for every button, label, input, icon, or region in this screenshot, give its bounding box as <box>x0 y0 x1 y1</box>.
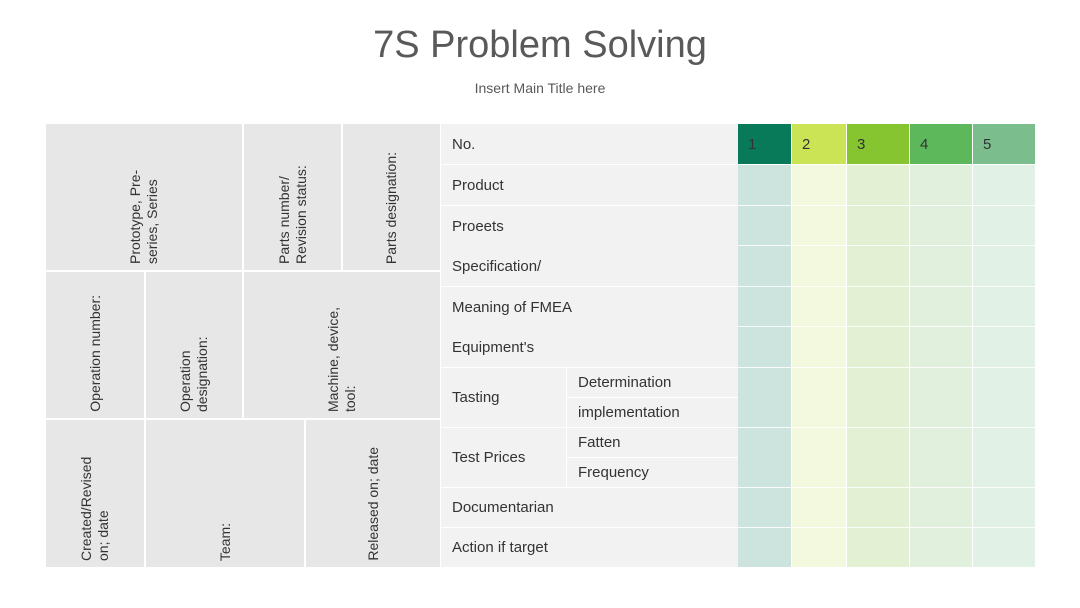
parts-number-label: Parts number/ Revision status: <box>275 165 309 264</box>
created-label: Created/Revised on; date <box>78 456 111 561</box>
page-subtitle: Insert Main Title here <box>474 80 606 96</box>
row-separator-line <box>738 286 1035 287</box>
info-grid: Prototype, Pre-series, Series Parts numb… <box>46 124 440 567</box>
column-body-4 <box>910 165 972 567</box>
column-header-4: 4 <box>910 124 972 164</box>
column-body-3 <box>847 165 909 567</box>
machine-label: Machine, device, tool: <box>325 306 358 412</box>
column-header-2: 2 <box>792 124 846 164</box>
column-body-5 <box>973 165 1035 567</box>
column-header-5: 5 <box>973 124 1035 164</box>
released-label: Released on; date <box>364 447 381 561</box>
team-label: Team: <box>216 522 233 561</box>
row-separator-line <box>738 487 1035 488</box>
problem-table: No. 1 2 3 4 5 Product Proeets Specificat… <box>441 124 1035 567</box>
row-fatten: Fatten <box>567 428 738 457</box>
row-separator-line <box>738 205 1035 206</box>
row-separator-line <box>738 427 1035 428</box>
team-cell: Team: <box>146 420 304 567</box>
operation-number-cell: Operation number: <box>46 272 144 418</box>
operation-number-label: Operation number: <box>86 295 103 412</box>
row-proeets: Proeets <box>441 206 738 246</box>
row-implementation: implementation <box>567 398 738 427</box>
page-title: 7S Problem Solving <box>373 24 707 66</box>
header-no: No. <box>441 124 738 164</box>
prototype-cell: Prototype, Pre-series, Series <box>46 124 242 270</box>
row-action: Action if target <box>441 528 738 567</box>
created-cell: Created/Revised on; date <box>46 420 144 567</box>
column-header-3: 3 <box>847 124 909 164</box>
row-meaning-fmea: Meaning of FMEA <box>441 287 738 327</box>
row-separator-line <box>738 326 1035 327</box>
operation-designation-cell: Operation designation: <box>146 272 242 418</box>
row-specification: Specification/ <box>441 246 738 286</box>
operation-designation-label: Operation designation: <box>177 336 210 412</box>
row-product: Product <box>441 165 738 205</box>
row-separator-line <box>738 245 1035 246</box>
column-header-1: 1 <box>738 124 791 164</box>
row-test-prices: Test Prices <box>441 428 566 487</box>
parts-number-cell: Parts number/ Revision status: <box>244 124 341 270</box>
column-body-2 <box>792 165 846 567</box>
row-separator-line <box>738 527 1035 528</box>
machine-cell: Machine, device, tool: <box>244 272 440 418</box>
row-documentarian: Documentarian <box>441 488 738 527</box>
column-body-1 <box>738 165 791 567</box>
prototype-label: Prototype, Pre-series, Series <box>127 169 160 264</box>
row-tasting: Tasting <box>441 368 566 427</box>
row-equipment: Equipment's <box>441 327 738 367</box>
parts-designation-label: Parts designation: <box>383 151 399 264</box>
released-cell: Released on; date <box>306 420 440 567</box>
parts-designation-cell: Parts designation: <box>343 124 440 270</box>
row-frequency: Frequency <box>567 458 738 487</box>
row-separator-line <box>738 367 1035 368</box>
row-determination: Determination <box>567 368 738 397</box>
